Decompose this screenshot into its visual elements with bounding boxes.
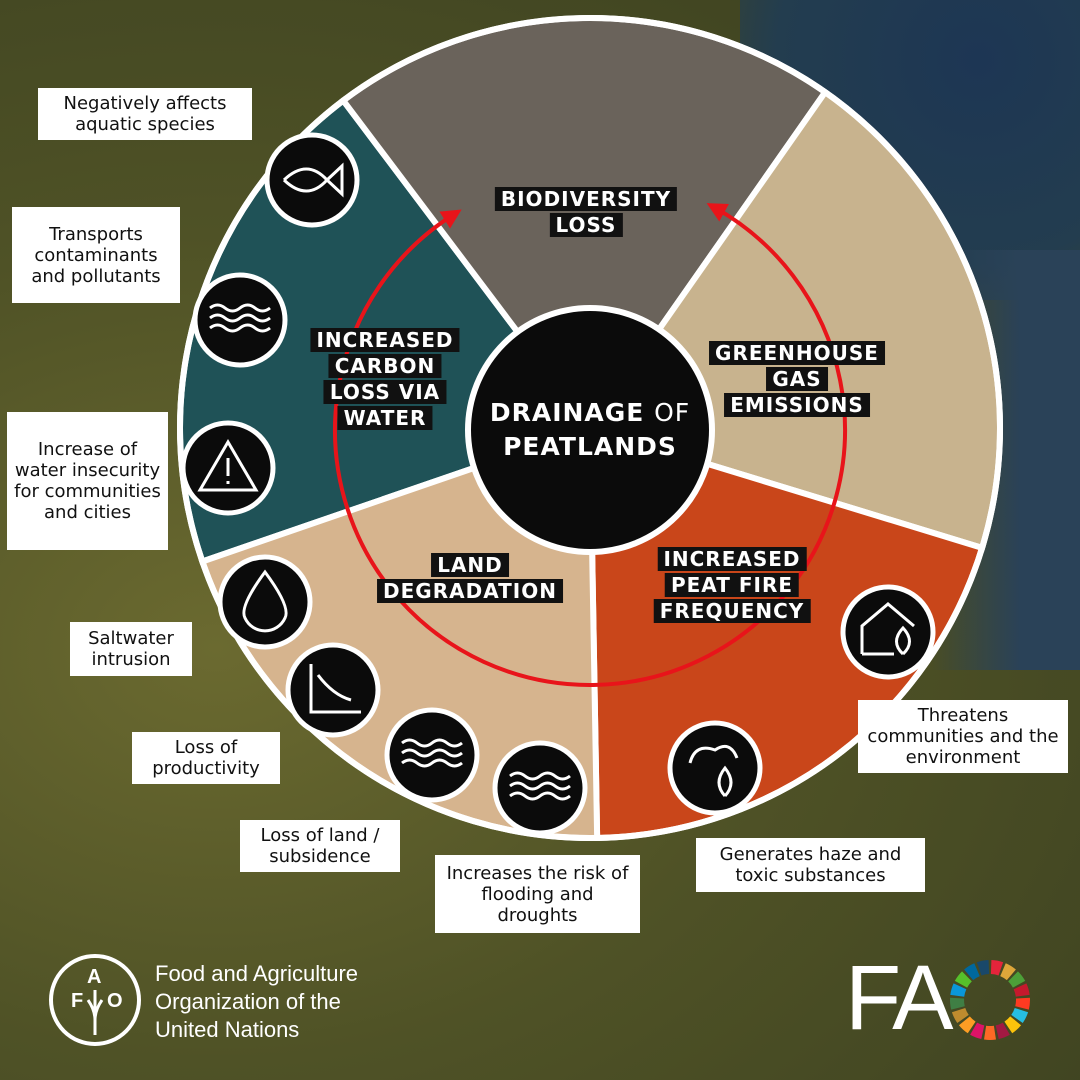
sdg-segment: [958, 1016, 976, 1034]
sector-label-line: CARBON: [328, 354, 442, 378]
fao-wordmark: FA: [845, 947, 954, 1049]
center-title-bold: DRAINAGE: [489, 398, 645, 427]
sdg-segment: [990, 960, 1004, 976]
org-line: United Nations: [155, 1017, 300, 1042]
sector-label-water: INCREASED CARBON LOSS VIA WATER: [310, 328, 460, 432]
sdg-segment: [995, 1022, 1010, 1040]
sdg-segment: [1008, 971, 1026, 988]
fao-organization-name: Food and Agriculture Organization of the…: [155, 960, 358, 1044]
impact-label-saltwater: Saltwater intrusion: [70, 622, 192, 676]
sector-label-line: GAS: [766, 367, 828, 391]
saltwater-droplet-icon: [217, 554, 313, 650]
sdg-segment: [1000, 963, 1016, 981]
sdg-segment: [970, 1022, 985, 1040]
sector-label-line: EMISSIONS: [724, 393, 870, 417]
sdg-segment: [950, 983, 967, 997]
sector-label-line: DEGRADATION: [377, 579, 563, 603]
org-line: Organization of the: [155, 989, 341, 1014]
warning-icon: [180, 420, 276, 516]
center-circle: [465, 305, 715, 555]
impact-label-flooding: Increases the risk of flooding and droug…: [435, 855, 640, 933]
sdg-segment: [984, 1025, 996, 1040]
impact-label-contaminants: Transports contaminants and pollutants: [12, 207, 180, 303]
svg-text:O: O: [107, 990, 123, 1012]
sdg-segment: [951, 1007, 969, 1023]
sector-label-biodiversity: BIODIVERSITY LOSS: [494, 187, 678, 239]
sector-label-line: LOSS VIA: [323, 380, 447, 404]
house-fire-icon: [840, 584, 936, 680]
sector-label-line: LAND: [431, 553, 509, 577]
sector-label-line: WATER: [337, 406, 433, 430]
sector-label-land: LAND DEGRADATION: [377, 553, 563, 605]
sector-label-line: GREENHOUSE: [709, 341, 885, 365]
impact-label-haze: Generates haze and toxic substances: [696, 838, 925, 892]
sector-label-line: LOSS: [549, 213, 623, 237]
impact-label-water-insecurity: Increase of water insecurity for communi…: [7, 412, 168, 550]
sector-label-line: PEAT FIRE: [664, 573, 800, 597]
sector-label-ghg: GREENHOUSE GAS EMISSIONS: [709, 341, 885, 419]
impact-label-productivity: Loss of productivity: [132, 732, 280, 784]
land-subsidence-icon: [384, 707, 480, 803]
svg-text:F: F: [71, 990, 83, 1012]
sdg-segment: [1011, 1007, 1029, 1023]
sdg-segment: [1013, 983, 1030, 997]
sector-label-line: INCREASED: [310, 328, 460, 352]
impact-label-communities: Threatens communities and the environmen…: [858, 700, 1068, 773]
sdg-wheel: [950, 960, 1030, 1040]
wheel-outline: [177, 15, 1003, 841]
org-line: Food and Agriculture: [155, 961, 359, 986]
water-pollutants-icon: [192, 272, 288, 368]
impact-label-aquatic: Negatively affects aquatic species: [38, 88, 252, 140]
fish-icon: [264, 132, 360, 228]
flood-waves-icon: [492, 740, 588, 836]
sdg-segment: [964, 963, 980, 981]
sdg-segment: [950, 997, 965, 1010]
center-title-of: OF: [654, 398, 691, 427]
sdg-segment: [976, 960, 990, 976]
sector-label-line: FREQUENCY: [653, 599, 811, 623]
sdg-segment: [954, 971, 972, 988]
svg-text:A: A: [87, 966, 101, 988]
impact-label-subsidence: Loss of land / subsidence: [240, 820, 400, 872]
center-title: DRAINAGE OF PEATLANDS: [470, 310, 710, 550]
sector-label-line: INCREASED: [657, 547, 807, 571]
haze-smoke-icon: [667, 720, 763, 816]
sdg-segment: [1015, 997, 1030, 1010]
sdg-segment: [1004, 1016, 1022, 1034]
center-title-line2: PEATLANDS: [503, 432, 677, 461]
sector-label-line: BIODIVERSITY: [494, 187, 678, 211]
sector-label-fire: INCREASED PEAT FIRE FREQUENCY: [653, 547, 811, 625]
fao-emblem: F A O: [49, 954, 141, 1046]
declining-chart-icon: [285, 642, 381, 738]
